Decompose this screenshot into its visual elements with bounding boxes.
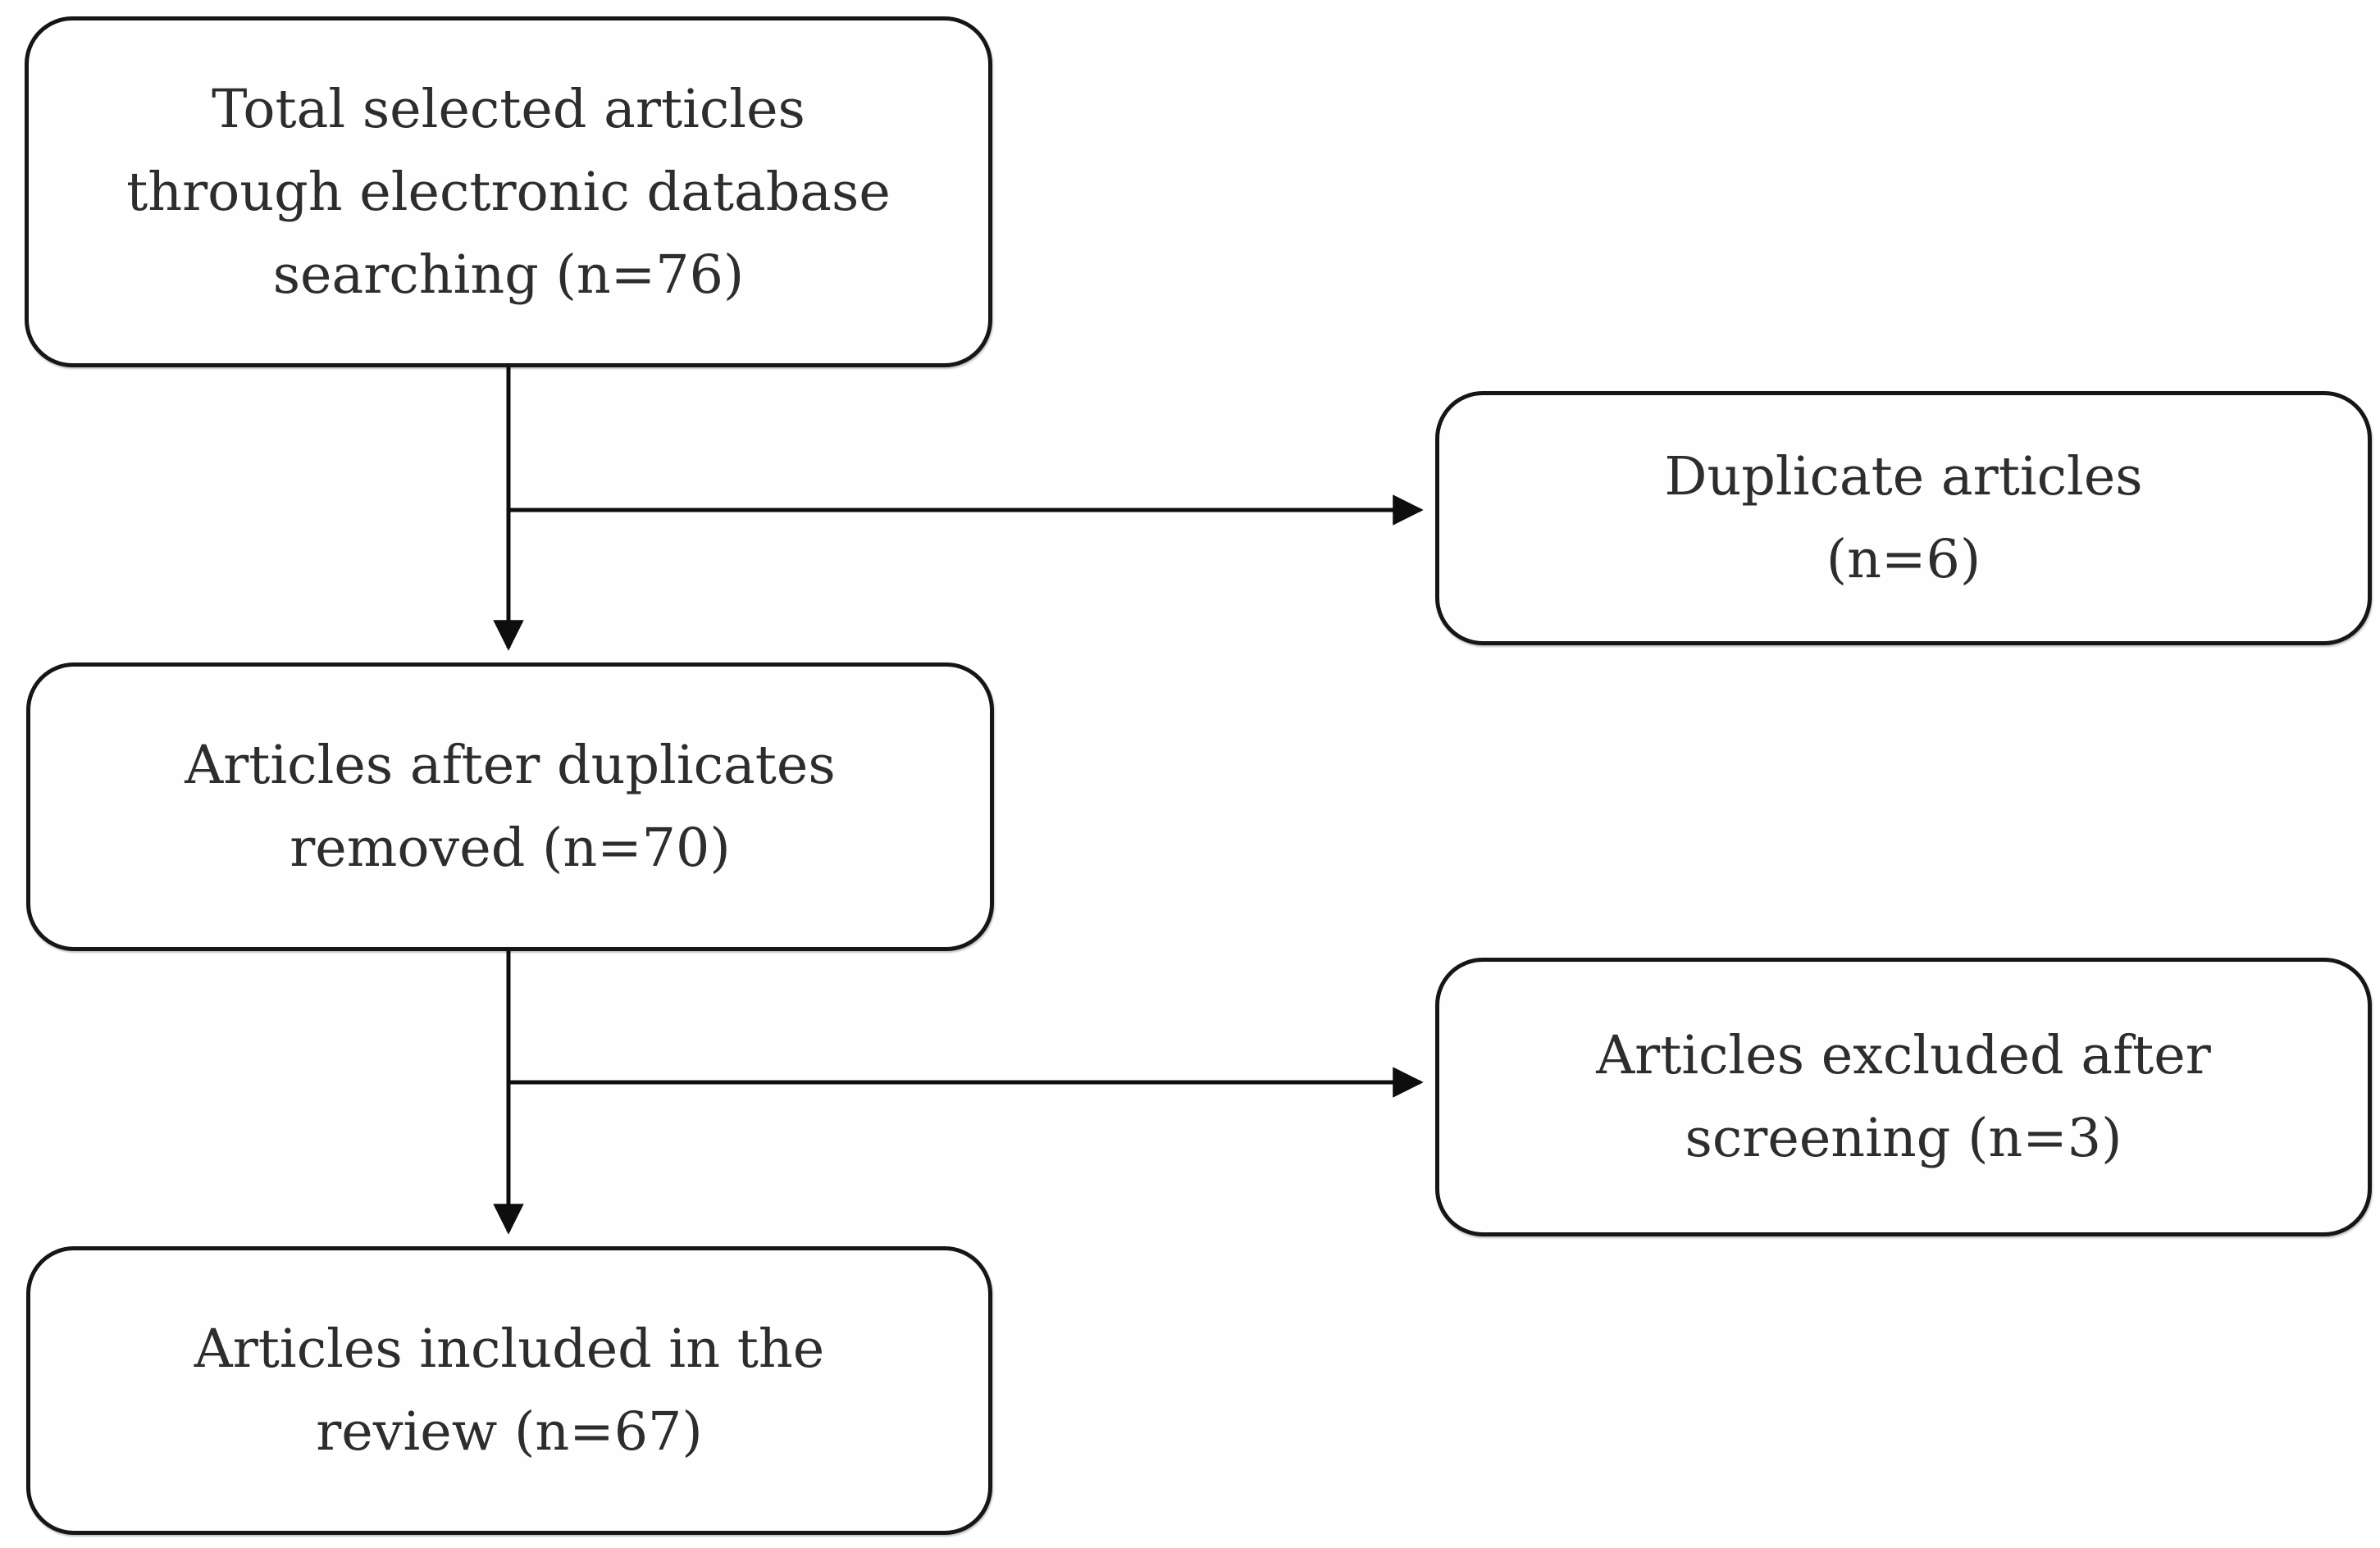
- node-articles-included-in-review: Articles included in the review (n=67): [26, 1246, 992, 1535]
- node-articles-after-duplicates-removed: Articles after duplicates removed (n=70): [26, 662, 994, 951]
- node-total-selected-articles: Total selected articles through electron…: [25, 16, 992, 367]
- node-label: Articles after duplicates removed (n=70): [185, 735, 836, 879]
- node-label: Articles included in the review (n=67): [194, 1318, 825, 1463]
- node-articles-excluded-after-screening: Articles excluded after screening (n=3): [1435, 958, 2372, 1236]
- node-duplicate-articles: Duplicate articles (n=6): [1435, 391, 2372, 645]
- node-label: Total selected articles through electron…: [126, 78, 891, 306]
- node-label: Articles excluded after screening (n=3): [1596, 1025, 2211, 1169]
- node-label: Duplicate articles (n=6): [1664, 446, 2143, 590]
